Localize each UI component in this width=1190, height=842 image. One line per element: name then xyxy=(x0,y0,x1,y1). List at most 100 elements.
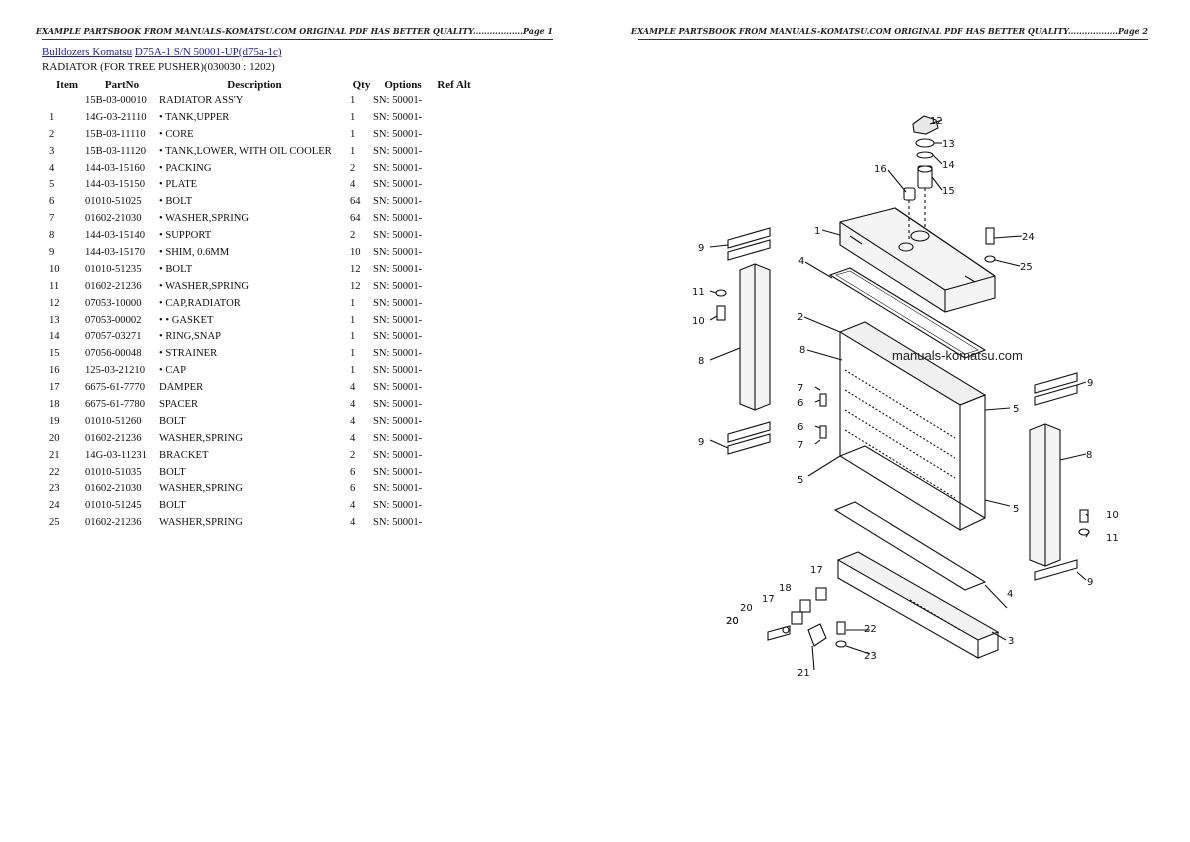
breadcrumb-link-model[interactable]: D75A-1 S/N 50001-UP(d75a-1c) xyxy=(134,46,282,58)
callout-label: 9 xyxy=(698,243,704,254)
cell-options: SN: 50001- xyxy=(373,500,423,512)
cell-partno: 07056-00048 xyxy=(85,348,142,360)
cell-description: WASHER,SPRING xyxy=(159,483,243,495)
cell-ref-alt xyxy=(433,261,475,278)
callout-label: 10 xyxy=(692,316,705,327)
cell-partno: 6675-61-7770 xyxy=(85,382,146,394)
cell-partno: 144-03-15160 xyxy=(85,162,146,174)
cell-ref-alt xyxy=(433,126,475,143)
packing-lower-drawing xyxy=(833,501,987,591)
parts-table: Item PartNo Description Qty Options Ref … xyxy=(42,77,475,531)
page-header-left-text: EXAMPLE PARTSBOOK FROM MANUALS-KOMATSU.C… xyxy=(35,26,553,36)
cell-options: SN: 50001- xyxy=(373,162,423,174)
left-support-drawing xyxy=(715,227,771,455)
cell-options: SN: 50001- xyxy=(373,365,423,377)
callout-label: 5 xyxy=(797,475,803,486)
cell-options: SN: 50001- xyxy=(373,415,423,427)
col-header-item: Item xyxy=(56,78,78,91)
callout-label: 9 xyxy=(698,437,704,448)
parts-table-header-row: Item PartNo Description Qty Options Ref … xyxy=(42,77,475,92)
cell-qty: 4 xyxy=(350,517,356,529)
cell-qty: 1 xyxy=(350,297,356,309)
cell-options: SN: 50001- xyxy=(373,348,423,360)
cell-item: 19 xyxy=(49,415,60,427)
breadcrumb-link-category[interactable]: Bulldozers Komatsu xyxy=(42,46,133,58)
cell-partno: 14G-03-11231 xyxy=(85,449,147,461)
cell-item: 12 xyxy=(49,297,60,309)
callout-label: 21 xyxy=(797,668,810,679)
cell-partno: 144-03-15150 xyxy=(85,179,146,191)
cell-partno: 144-03-15140 xyxy=(85,230,146,242)
cell-description: BOLT xyxy=(159,415,186,427)
cell-ref-alt xyxy=(433,514,475,531)
cell-options: SN: 50001- xyxy=(373,128,423,140)
cell-qty: 12 xyxy=(350,263,361,275)
cell-options: SN: 50001- xyxy=(373,449,423,461)
cell-qty: 4 xyxy=(350,398,356,410)
cell-ref-alt xyxy=(433,109,475,126)
cell-description: • BOLT xyxy=(159,263,193,275)
cell-ref-alt xyxy=(433,413,475,430)
cell-partno: 01602-21236 xyxy=(85,280,142,292)
cell-qty: 4 xyxy=(350,415,356,427)
cell-ref-alt xyxy=(433,447,475,464)
cell-item: 5 xyxy=(49,179,55,191)
cell-options: SN: 50001- xyxy=(373,483,423,495)
cell-ref-alt xyxy=(433,244,475,261)
cell-qty: 64 xyxy=(350,196,361,208)
cell-options: SN: 50001- xyxy=(373,196,423,208)
cell-item xyxy=(42,92,85,109)
cell-options: SN: 50001- xyxy=(373,297,423,309)
callout-label: 11 xyxy=(1106,533,1119,544)
cell-item: 18 xyxy=(49,398,60,410)
cell-ref-alt xyxy=(433,464,475,481)
cell-qty: 1 xyxy=(350,331,356,343)
cell-ref-alt xyxy=(433,176,475,193)
cell-item: 14 xyxy=(49,331,60,343)
cell-options: SN: 50001- xyxy=(373,280,423,292)
callout-label: 5 xyxy=(1013,504,1019,515)
callout-label: 2 xyxy=(797,312,803,323)
packing-upper-drawing xyxy=(828,267,987,359)
cell-item: 13 xyxy=(49,314,60,326)
callout-label: 6 xyxy=(797,398,803,409)
diagram-callout-labels: 12 13 14 15 16 1 24 25 4 2 8 7 6 6 7 5 5… xyxy=(692,116,1119,679)
callout-label: 1 xyxy=(814,226,820,237)
cell-partno: 07053-10000 xyxy=(85,297,142,309)
cell-qty: 4 xyxy=(350,500,356,512)
callout-label: 9 xyxy=(1087,577,1093,588)
cell-ref-alt xyxy=(433,379,475,396)
callout-label: 7 xyxy=(797,383,803,394)
cap-assembly-drawing xyxy=(903,115,939,240)
cell-options: SN: 50001- xyxy=(373,432,423,444)
cell-partno: 125-03-21210 xyxy=(85,365,146,377)
cell-qty: 1 xyxy=(350,94,356,106)
section-title: RADIATOR (FOR TREE PUSHER)(030030 : 1202… xyxy=(42,61,275,73)
page-header-right: EXAMPLE PARTSBOOK FROM MANUALS-KOMATSU.C… xyxy=(631,25,1148,40)
cell-item: 17 xyxy=(49,382,60,394)
cell-item: 20 xyxy=(49,432,60,444)
radiator-core-drawing xyxy=(838,321,987,531)
cell-item: 2 xyxy=(49,128,55,140)
cell-ref-alt xyxy=(433,430,475,447)
page-header-left: EXAMPLE PARTSBOOK FROM MANUALS-KOMATSU.C… xyxy=(36,25,553,40)
cell-options: SN: 50001- xyxy=(373,179,423,191)
cell-qty: 1 xyxy=(350,145,356,157)
callout-label: 11 xyxy=(692,287,705,298)
cell-options: SN: 50001- xyxy=(373,382,423,394)
cell-options: SN: 50001- xyxy=(373,246,423,258)
callout-label: 22 xyxy=(864,624,877,635)
cell-qty: 4 xyxy=(350,179,356,191)
